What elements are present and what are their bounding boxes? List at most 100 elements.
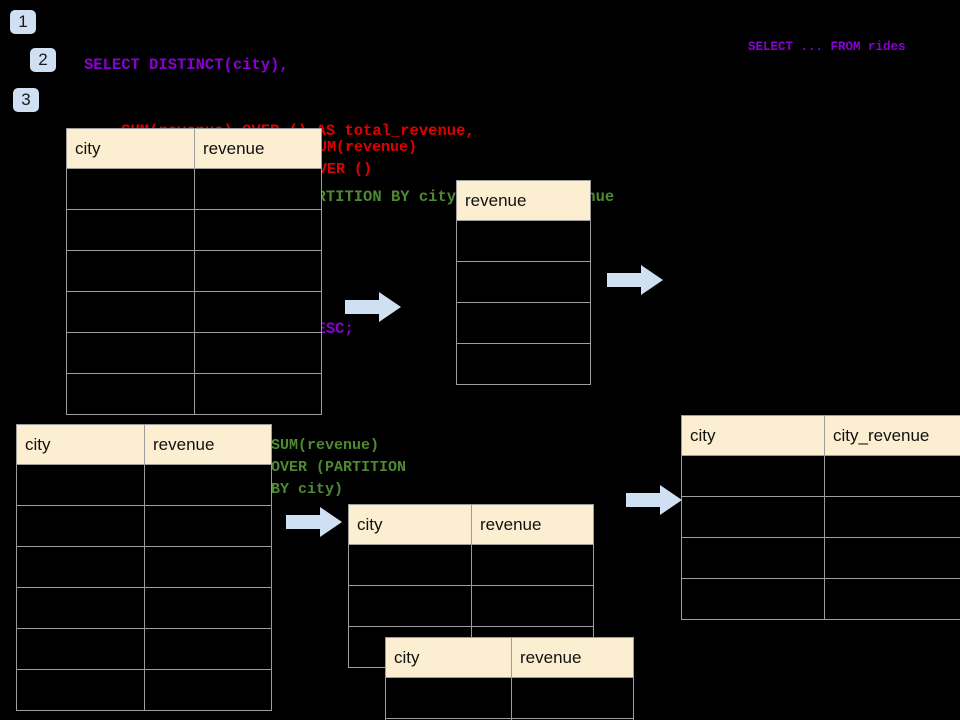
table-row — [456, 343, 591, 385]
column-header-revenue: revenue — [194, 128, 322, 169]
cell-city-revenue — [824, 496, 960, 538]
table-row — [66, 332, 322, 374]
cell-city — [66, 250, 195, 292]
cell-city — [681, 455, 825, 497]
cell-city — [16, 628, 145, 670]
step-badge-2[interactable]: 2 — [30, 48, 56, 72]
cell-city — [66, 373, 195, 415]
cell-city — [348, 585, 472, 627]
cell-city — [16, 587, 145, 629]
column-header-city: city — [385, 637, 512, 678]
table-row — [16, 464, 272, 506]
table-row — [16, 587, 272, 629]
cell-revenue — [144, 587, 272, 629]
table-header-row: city revenue — [16, 424, 272, 465]
table-total-revenue: revenue — [456, 180, 591, 385]
step-badge-3[interactable]: 3 — [13, 88, 39, 112]
cell-revenue — [471, 585, 594, 627]
table-row — [66, 291, 322, 333]
cell-city — [385, 677, 512, 719]
flow-arrow-right-icon — [345, 292, 401, 322]
table-row — [16, 505, 272, 547]
column-header-city: city — [348, 504, 472, 545]
cell-revenue — [144, 546, 272, 588]
cell-city-revenue — [824, 537, 960, 579]
side-note-select-from: SELECT ... FROM rides — [748, 40, 906, 54]
cell-revenue — [144, 628, 272, 670]
cell-revenue — [194, 373, 322, 415]
column-header-revenue: revenue — [471, 504, 594, 545]
cell-revenue — [456, 261, 591, 303]
table-row — [385, 677, 634, 719]
column-header-city: city — [66, 128, 195, 169]
table-row — [16, 546, 272, 588]
table-header-row: city city_revenue — [681, 415, 960, 456]
table-header-row: city revenue — [385, 637, 634, 678]
cell-city — [16, 546, 145, 588]
table-row — [348, 585, 594, 627]
cell-revenue — [194, 332, 322, 374]
flow-arrow-right-icon — [607, 265, 663, 295]
cell-revenue — [471, 544, 594, 586]
table-row — [66, 373, 322, 415]
table-row — [456, 220, 591, 262]
cell-city — [66, 209, 195, 251]
table-row — [681, 496, 960, 538]
table-header-row: city revenue — [66, 128, 322, 169]
table-row — [16, 628, 272, 670]
table-row — [681, 578, 960, 620]
cell-city — [681, 496, 825, 538]
column-header-revenue: revenue — [144, 424, 272, 465]
table-row — [66, 168, 322, 210]
annotation-city-revenue: SUM(revenue) OVER (PARTITION BY city) — [271, 437, 407, 498]
table-row — [681, 455, 960, 497]
cell-revenue — [144, 669, 272, 711]
table-row — [348, 544, 594, 586]
cell-revenue — [456, 220, 591, 262]
column-header-city: city — [681, 415, 825, 456]
cell-city — [16, 669, 145, 711]
cell-revenue — [194, 209, 322, 251]
step-badge-1[interactable]: 1 — [10, 10, 36, 34]
table-row — [16, 669, 272, 711]
cell-revenue — [144, 505, 272, 547]
cell-city — [348, 544, 472, 586]
cell-city — [66, 332, 195, 374]
cell-revenue — [194, 291, 322, 333]
table-partition-group-b: city revenue — [385, 637, 634, 720]
cell-revenue — [194, 250, 322, 292]
table-partition-group-a: city revenue — [348, 504, 594, 668]
cell-city — [66, 168, 195, 210]
cell-city — [681, 537, 825, 579]
cell-revenue — [456, 302, 591, 344]
flow-arrow-right-icon — [626, 485, 682, 515]
table-result: city city_revenue — [681, 415, 960, 620]
table-row — [681, 537, 960, 579]
cell-revenue — [144, 464, 272, 506]
cell-city — [16, 505, 145, 547]
cell-revenue — [456, 343, 591, 385]
column-header-revenue: revenue — [511, 637, 634, 678]
column-header-city-revenue: city_revenue — [824, 415, 960, 456]
cell-city — [66, 291, 195, 333]
cell-revenue — [511, 718, 634, 720]
column-header-city: city — [16, 424, 145, 465]
cell-revenue — [194, 168, 322, 210]
cell-city-revenue — [824, 455, 960, 497]
cell-revenue — [511, 677, 634, 719]
table-row — [456, 261, 591, 303]
sql-line-select: SELECT DISTINCT(city), — [84, 56, 289, 74]
cell-city-revenue — [824, 578, 960, 620]
cell-city — [681, 578, 825, 620]
table-header-row: city revenue — [348, 504, 594, 545]
flow-arrow-right-icon — [286, 507, 342, 537]
table-row — [66, 250, 322, 292]
table-row — [456, 302, 591, 344]
annotation-total-revenue: SUM(revenue) OVER () — [309, 139, 418, 178]
table-row — [66, 209, 322, 251]
table-header-row: revenue — [456, 180, 591, 221]
table-rides-bottom: city revenue — [16, 424, 272, 711]
table-row — [385, 718, 634, 720]
column-header-revenue: revenue — [456, 180, 591, 221]
